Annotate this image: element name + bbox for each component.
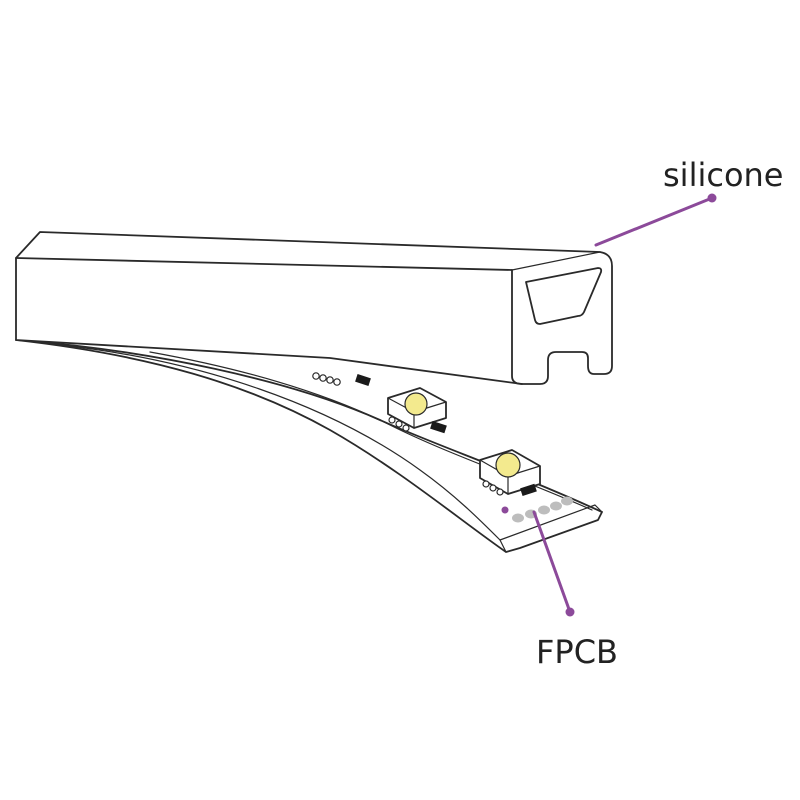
fpcb-label: FPCB (536, 633, 618, 671)
silicone-leader-line (594, 196, 714, 247)
led-chip-1 (387, 387, 447, 432)
led-components (312, 372, 573, 523)
fpcb-callout: FPCB (501, 506, 618, 671)
silicone-end-top (511, 251, 601, 271)
silicone-body (15, 231, 613, 385)
resistor-3 (520, 483, 537, 496)
led-pins-1 (312, 372, 341, 386)
fpcb-leader-dot (565, 607, 575, 617)
fpcb-anchor-dot (501, 506, 509, 514)
silicone-profile (15, 231, 613, 385)
silicone-callout: silicone (594, 156, 783, 247)
silicone-label: silicone (663, 156, 783, 194)
fpcb-bottom-edge (59, 344, 501, 541)
led-emitter-2 (495, 452, 521, 478)
fpcb-end-face (499, 504, 603, 553)
resistor-2 (430, 421, 447, 434)
fpcb-outer-edge (15, 339, 603, 553)
silicone-channel (525, 267, 603, 325)
silicone-corner-edge (511, 269, 523, 385)
silicone-leader-dot (707, 193, 717, 203)
silicone-top-edge (15, 257, 513, 271)
resistor-1 (355, 374, 371, 386)
led-emitter-1 (404, 392, 428, 416)
led-chip-2 (479, 449, 541, 496)
fpcb-leader-line (532, 510, 572, 614)
